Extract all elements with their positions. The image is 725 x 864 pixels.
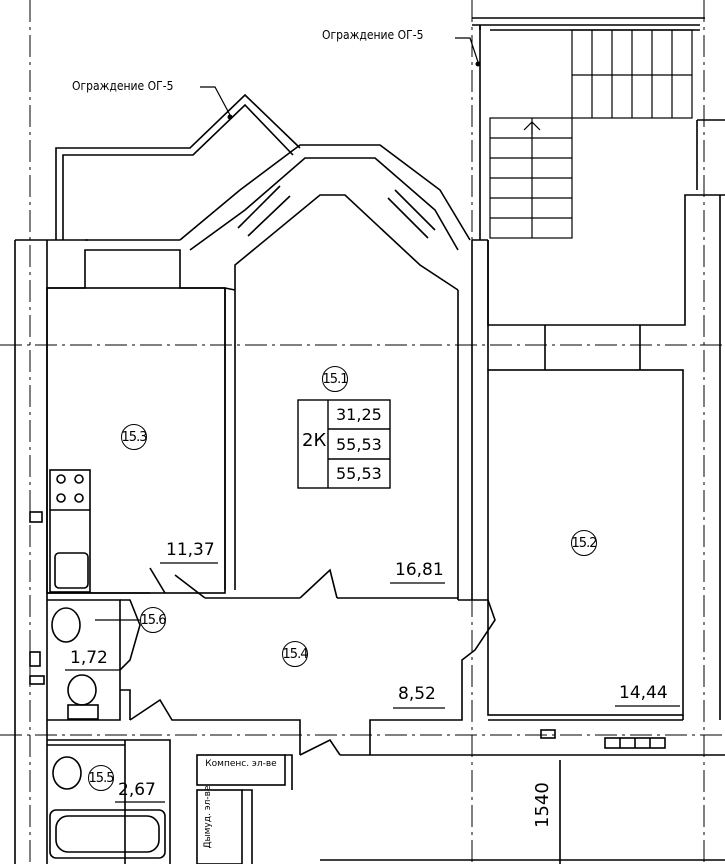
room-tag-15-1: 15.1 (322, 366, 348, 392)
total-area-2: 55,53 (336, 464, 382, 483)
room-tag-15-4: 15.4 (282, 641, 308, 667)
room-area-15-2: 14,44 (619, 683, 668, 703)
railing-left-line (55, 93, 301, 240)
room-area-15-4: 8,52 (398, 684, 436, 704)
railing-label-left: Ограждение ОГ-5 (72, 79, 174, 93)
room-tag-15-6: 15.6 (140, 607, 166, 633)
apartment-type: 2К (302, 430, 327, 451)
room-tag-15-3: 15.3 (121, 424, 147, 450)
room-area-15-5: 2,67 (118, 780, 156, 800)
room-area-15-1: 16,81 (395, 560, 444, 580)
shaft-compensation-label: Компенс. эл-ве (205, 759, 277, 769)
shaft-smoke-label: Дымуд. эл-ве (203, 785, 213, 849)
room-area-15-6: 1,72 (70, 648, 108, 668)
living-area: 31,25 (336, 405, 382, 424)
railing-label-top: Ограждение ОГ-5 (322, 28, 424, 42)
wall-left (14, 240, 48, 864)
room-tag-15-2: 15.2 (571, 530, 597, 556)
room-tag-15-5: 15.5 (88, 765, 114, 791)
dimension-label: 1540 (532, 782, 553, 828)
room-area-15-3: 11,37 (166, 540, 215, 560)
total-area: 55,53 (336, 435, 382, 454)
